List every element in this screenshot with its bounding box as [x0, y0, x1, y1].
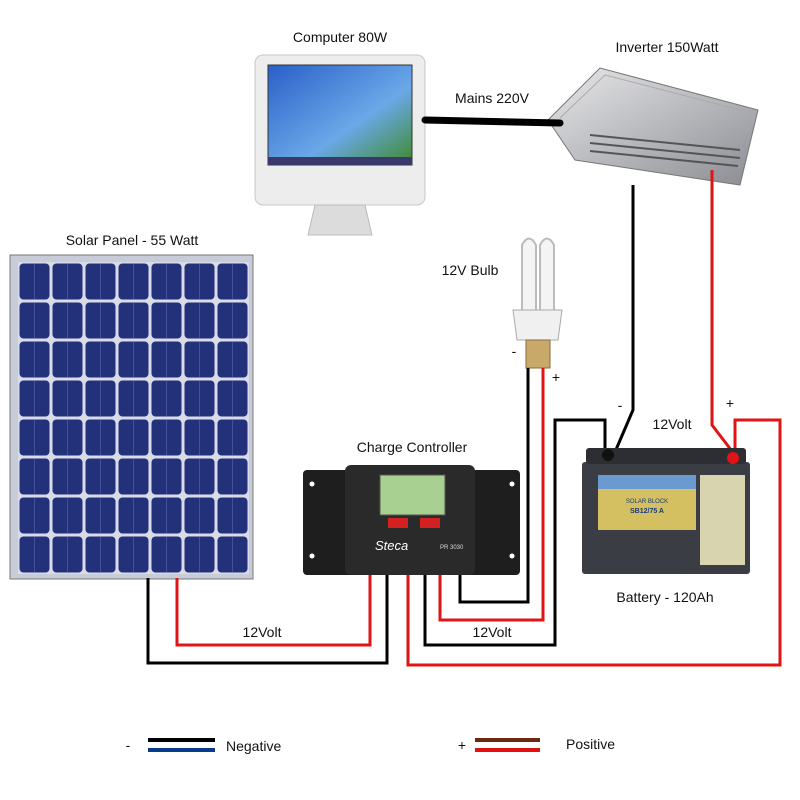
- inverter-positive-wire: [710, 170, 737, 456]
- charge-controller: Steca PR 3030 Charge Controller: [303, 439, 520, 575]
- solar-wire-label: 12Volt: [243, 624, 282, 640]
- battery-label: Battery - 120Ah: [616, 589, 713, 605]
- legend-positive-label: Positive: [566, 736, 615, 752]
- inverter-label: Inverter 150Watt: [616, 39, 719, 55]
- computer-label: Computer 80W: [293, 29, 388, 45]
- controller-label: Charge Controller: [357, 439, 468, 455]
- bulb-negative-wire: [458, 368, 530, 604]
- computer: Computer 80W: [254, 29, 426, 236]
- bulb-label: 12V Bulb: [442, 262, 499, 278]
- battery: SOLAR BLOCK SB12/75 A 12Volt - + Battery…: [582, 395, 750, 605]
- inverter: Inverter 150Watt: [547, 39, 759, 186]
- battery-voltage-label: 12Volt: [653, 416, 692, 432]
- solar-panel-label: Solar Panel - 55 Watt: [66, 232, 199, 248]
- bulb-pos-label: +: [552, 369, 560, 385]
- mains-cable: [421, 116, 564, 127]
- inverter-negative-wire: [613, 185, 635, 453]
- legend: - Negative + Positive: [126, 736, 616, 754]
- battery-pos-label: +: [726, 395, 734, 411]
- battery-neg-label: -: [618, 397, 623, 413]
- solar-positive-wire: [175, 560, 372, 647]
- battery-negative-wire: [423, 418, 607, 647]
- bulb-positive-wire: [438, 368, 545, 622]
- controller-brand: Steca: [375, 538, 408, 553]
- battery-positive-wire: [406, 418, 782, 667]
- legend-negative-sign: -: [126, 737, 131, 753]
- legend-positive-sign: +: [458, 737, 466, 753]
- mains-label: Mains 220V: [455, 90, 530, 106]
- solar-panel: Solar Panel - 55 Watt: [9, 232, 254, 580]
- solar-negative-wire: [146, 560, 389, 665]
- legend-negative-label: Negative: [226, 738, 281, 754]
- battery-model: SB12/75 A: [630, 508, 664, 515]
- bulb: 12V Bulb - +: [442, 237, 563, 385]
- battery-brand: SOLAR BLOCK: [626, 499, 668, 505]
- controller-model: PR 3030: [440, 545, 464, 551]
- bulb-neg-label: -: [512, 343, 517, 359]
- wires: [146, 170, 782, 667]
- battery-wire-label: 12Volt: [473, 624, 512, 640]
